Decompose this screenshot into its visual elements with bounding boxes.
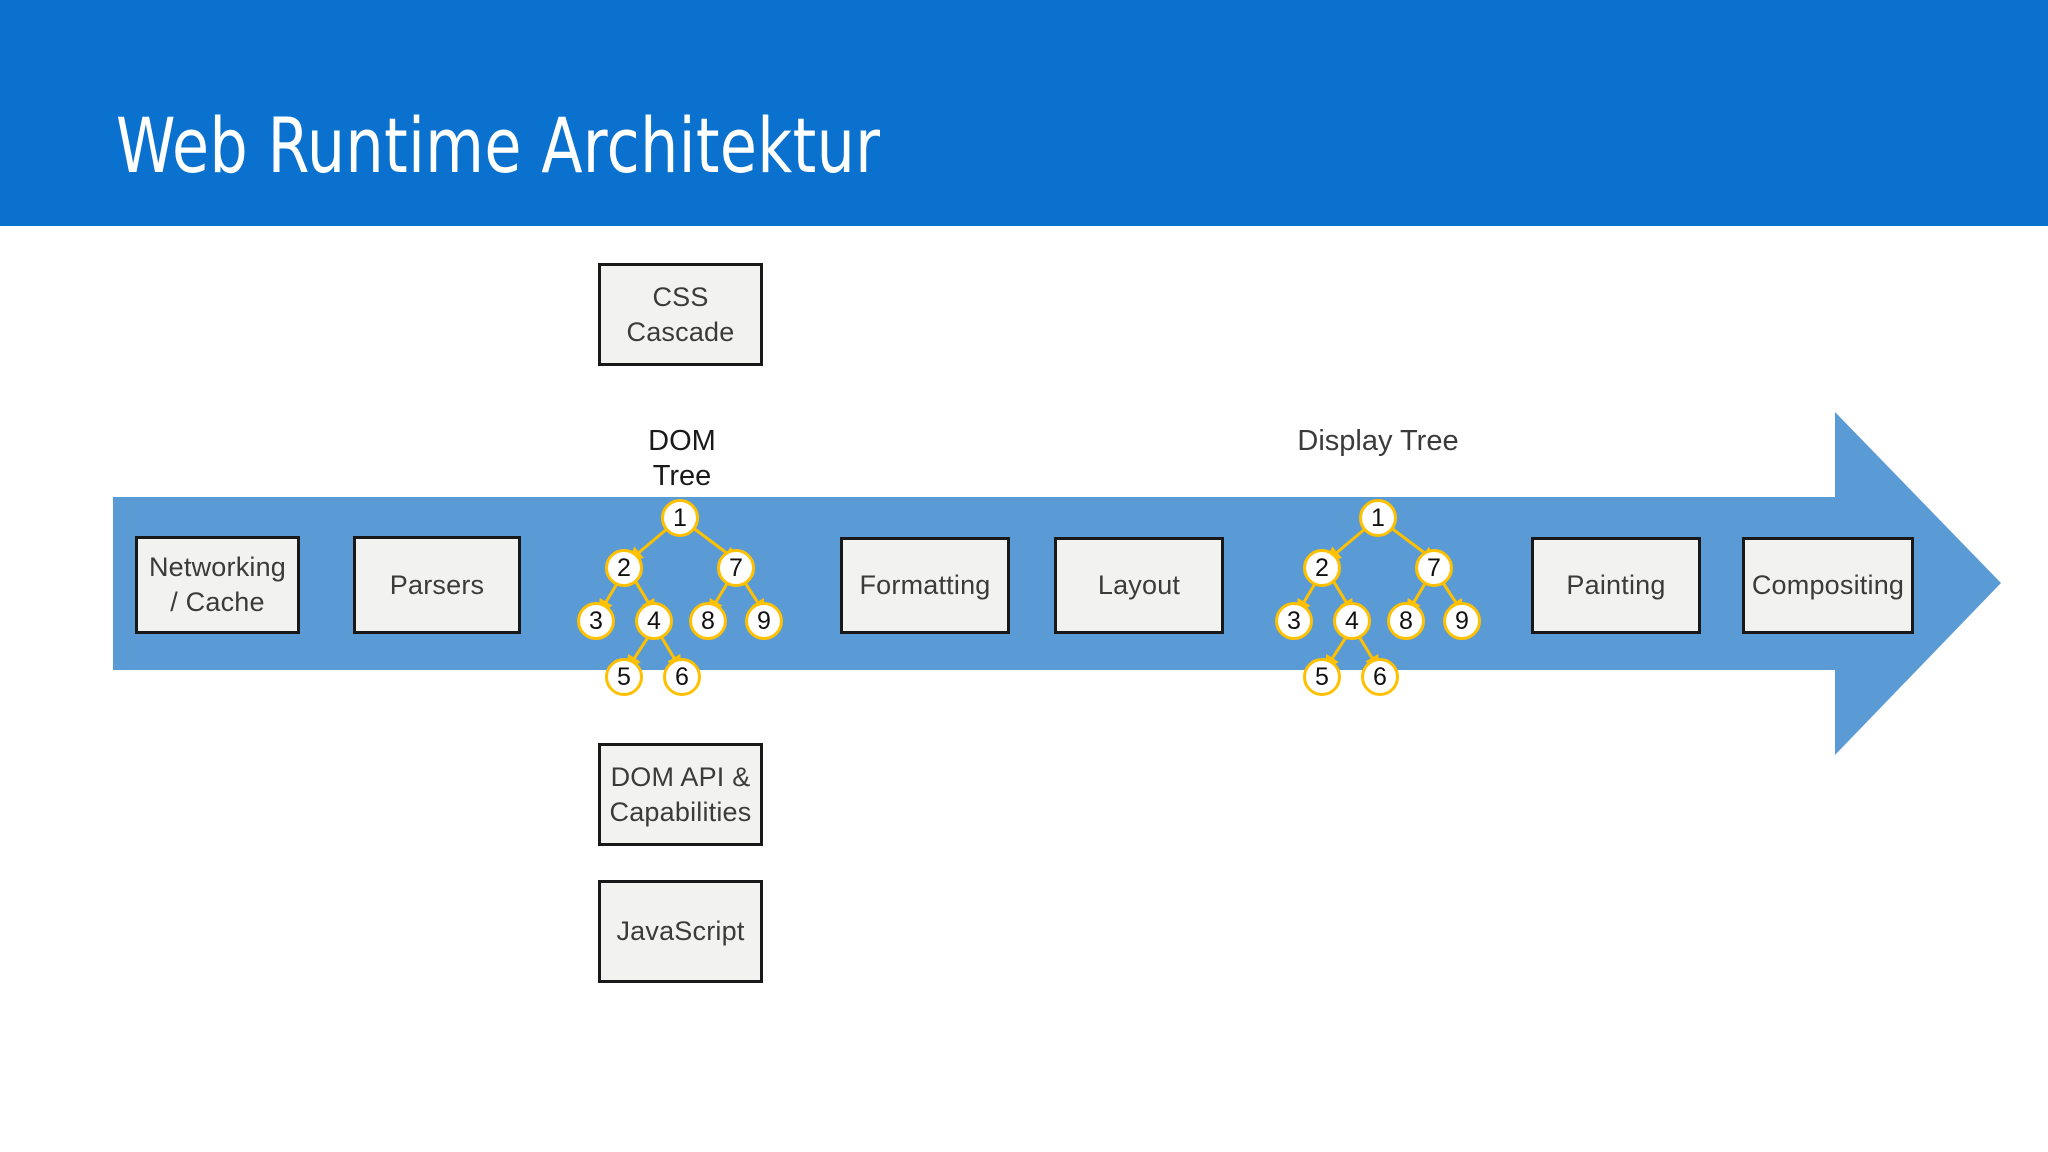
stage-box-networking-cache[interactable]: Networking / Cache [135, 536, 300, 634]
display-tree-label: Display Tree [1297, 425, 1459, 457]
tree-node[interactable]: 1 [1359, 499, 1397, 537]
stage-label: Formatting [859, 570, 991, 600]
tree-node[interactable]: 6 [1361, 658, 1399, 696]
dom-tree-label: DOM Tree [648, 425, 716, 492]
stage-box-formatting[interactable]: Formatting [840, 537, 1010, 634]
stage-box-compositing[interactable]: Compositing [1742, 537, 1914, 634]
tree-node[interactable]: 7 [1415, 549, 1453, 587]
page-title: Web Runtime Architektur [116, 101, 881, 190]
side-box-dom-api[interactable]: DOM API & Capabilities [598, 743, 763, 846]
tree-node[interactable]: 1 [661, 499, 699, 537]
side-box-label: JavaScript [616, 916, 745, 946]
tree-node[interactable]: 5 [605, 658, 643, 696]
tree-node[interactable]: 2 [1303, 549, 1341, 587]
slide-header-bar [0, 0, 2048, 226]
stage-label: Painting [1566, 570, 1666, 600]
tree-node[interactable]: 4 [635, 602, 673, 640]
stage-label: Layout [1097, 570, 1181, 600]
tree-node[interactable]: 3 [577, 602, 615, 640]
side-box-css-cascade[interactable]: CSS Cascade [598, 263, 763, 366]
tree-node[interactable]: 2 [605, 549, 643, 587]
side-box-label: DOM API & Capabilities [609, 761, 752, 827]
tree-node[interactable]: 7 [717, 549, 755, 587]
tree-node[interactable]: 8 [1387, 602, 1425, 640]
side-box-javascript[interactable]: JavaScript [598, 880, 763, 983]
tree-node[interactable]: 6 [663, 658, 701, 696]
stage-label: Parsers [389, 569, 485, 600]
tree-node[interactable]: 4 [1333, 602, 1371, 640]
tree-node[interactable]: 3 [1275, 602, 1313, 640]
stage-label: Compositing [1751, 570, 1905, 600]
stage-box-parsers[interactable]: Parsers [353, 536, 521, 634]
tree-node[interactable]: 8 [689, 602, 727, 640]
display-tree: 1 2 7 3 4 8 9 5 6 [1266, 499, 1496, 715]
stage-box-layout[interactable]: Layout [1054, 537, 1224, 634]
side-box-label: CSS Cascade [626, 281, 735, 347]
dom-tree: 1 2 7 3 4 8 9 5 6 [568, 499, 798, 715]
tree-node[interactable]: 9 [745, 602, 783, 640]
tree-node[interactable]: 5 [1303, 658, 1341, 696]
tree-node[interactable]: 9 [1443, 602, 1481, 640]
stage-box-painting[interactable]: Painting [1531, 537, 1701, 634]
stage-label: Networking / Cache [148, 552, 287, 617]
